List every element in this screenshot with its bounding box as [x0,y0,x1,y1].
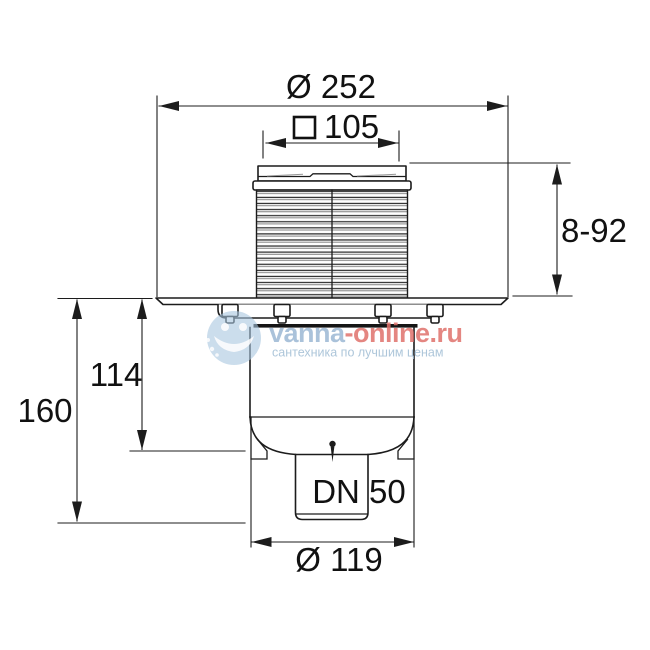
arrowhead-right-icon [394,537,414,547]
arrowhead-down-icon [552,274,562,295]
watermark-logo-icon [207,311,261,365]
dimension-annotations: Ø 252 105 8-92 160 [17,68,627,578]
clip [374,303,392,324]
arrowhead-left-icon [251,537,272,547]
flange-plate [155,297,509,306]
arrowhead-up-icon [552,164,562,185]
dim-label-flange-diameter: Ø 252 [286,68,376,105]
dim-label-body-depth: 114 [90,356,143,393]
flow-marker-head [329,440,336,448]
arrowhead-up-icon [72,299,82,319]
dimension-height-range: 8-92 [409,162,627,297]
dimension-total-height: 160 [17,297,246,524]
dim-label-grate-width: 105 [324,108,379,145]
dim-label-height-range: 8-92 [561,212,627,249]
extension-lines [262,130,400,162]
clip [273,303,291,324]
collar [217,304,441,319]
arrowhead-up-icon [137,299,147,319]
dim-label-total-height: 160 [17,392,72,429]
watermark-brand: vanna-online.ru [269,318,463,348]
dimension-body-depth: 114 [90,299,246,452]
arrowhead-right-icon [487,101,507,111]
arrowhead-down-icon [137,430,147,450]
watermark-brand-primary: vanna [269,318,346,348]
reference-lines [57,297,246,524]
dimension-base-diameter: Ø 119 [250,458,415,578]
arrowhead-right-icon [378,138,398,148]
watermark-brand-secondary: -online.ru [345,318,463,348]
grate-rim [252,180,412,191]
reference-lines [409,162,573,297]
spout-outline [294,453,369,521]
square-symbol-icon [292,115,317,140]
dimension-grate-width: 105 [262,108,400,162]
outlet-spout [294,440,369,521]
grate-cap-shading [266,173,397,177]
arrowhead-down-icon [72,501,82,522]
dim-label-outlet: DN 50 [312,473,406,510]
dimension-flange-diameter: Ø 252 [156,68,509,298]
left-support-bracket [250,416,268,460]
gasket-band [253,324,418,328]
grate-cap-profile [258,173,406,178]
watermark-tagline: сантехника по лучшим ценам [272,346,443,360]
watermark-logo-face [206,323,254,357]
watermark: vanna-online.ru сантехника по лучшим цен… [206,311,463,365]
right-support-bracket [397,416,415,460]
dim-label-base-diameter: Ø 119 [295,541,382,578]
extension-lines [250,458,415,548]
flow-marker-pointer [330,447,335,462]
arrowhead-left-icon [266,138,286,148]
extension-lines [156,95,509,298]
arrowhead-left-icon [159,101,179,111]
grate-assembly [252,165,412,301]
clip [426,303,444,324]
